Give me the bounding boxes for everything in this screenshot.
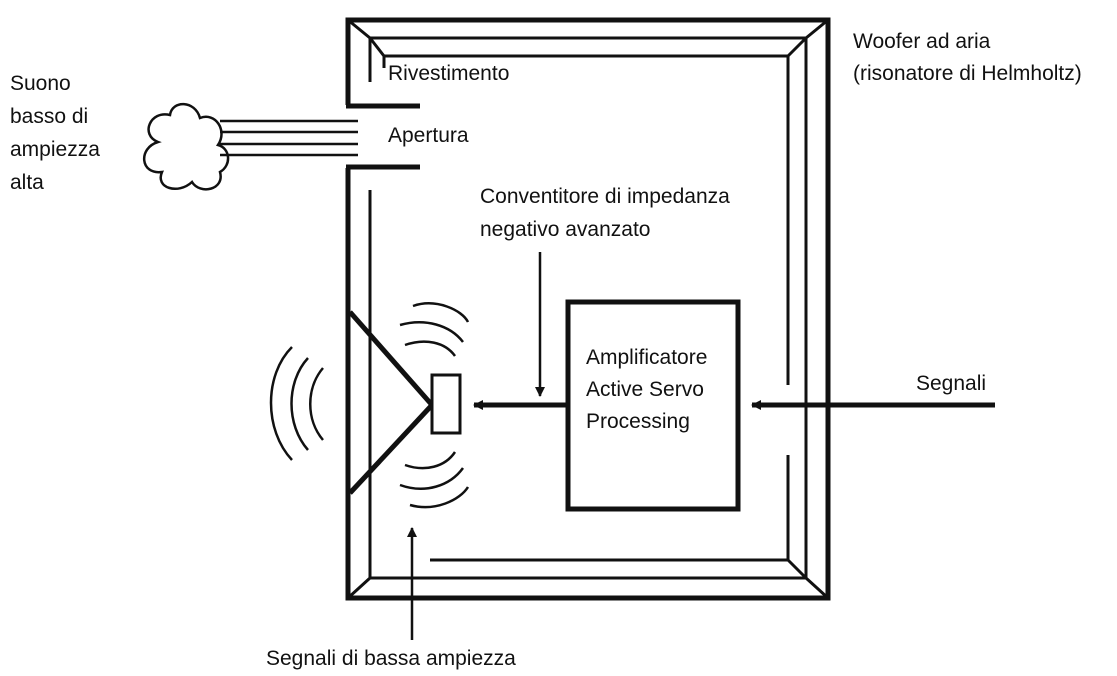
- amplifier-label-line1: Amplificatore: [586, 346, 707, 369]
- port-label: Apertura: [388, 124, 469, 147]
- outer-sound-waves-icon: [269, 346, 324, 461]
- woofer-label-line2: (risonatore di Helmholtz): [853, 62, 1082, 85]
- enclosure-lining: [346, 18, 830, 600]
- speaker-cone: [348, 310, 434, 495]
- sound-label-line3: ampiezza: [10, 138, 100, 161]
- amplifier-label-line3: Processing: [586, 410, 690, 433]
- sound-label-line4: alta: [10, 171, 44, 194]
- sound-label-line2: basso di: [10, 105, 88, 128]
- amplifier-label-line2: Active Servo: [586, 378, 704, 401]
- woofer-label-line1: Woofer ad aria: [853, 30, 991, 53]
- signals-label: Segnali: [916, 372, 986, 395]
- converter-label-line2: negativo avanzato: [480, 218, 650, 241]
- cloud-icon: [142, 102, 230, 191]
- low-signals-label: Segnali di bassa ampiezza: [266, 647, 516, 670]
- enclosure-label: Rivestimento: [388, 62, 509, 85]
- converter-label-line1: Conventitore di impedanza: [480, 185, 730, 208]
- voice-coil: [430, 373, 462, 435]
- amplifier-box: [565, 299, 741, 512]
- port-tube: [346, 103, 420, 170]
- enclosure-outer-wall: [345, 17, 831, 601]
- sound-label-line1: Suono: [10, 72, 71, 95]
- airflow-lines: [220, 119, 358, 157]
- inner-sound-waves-icon: [399, 302, 470, 509]
